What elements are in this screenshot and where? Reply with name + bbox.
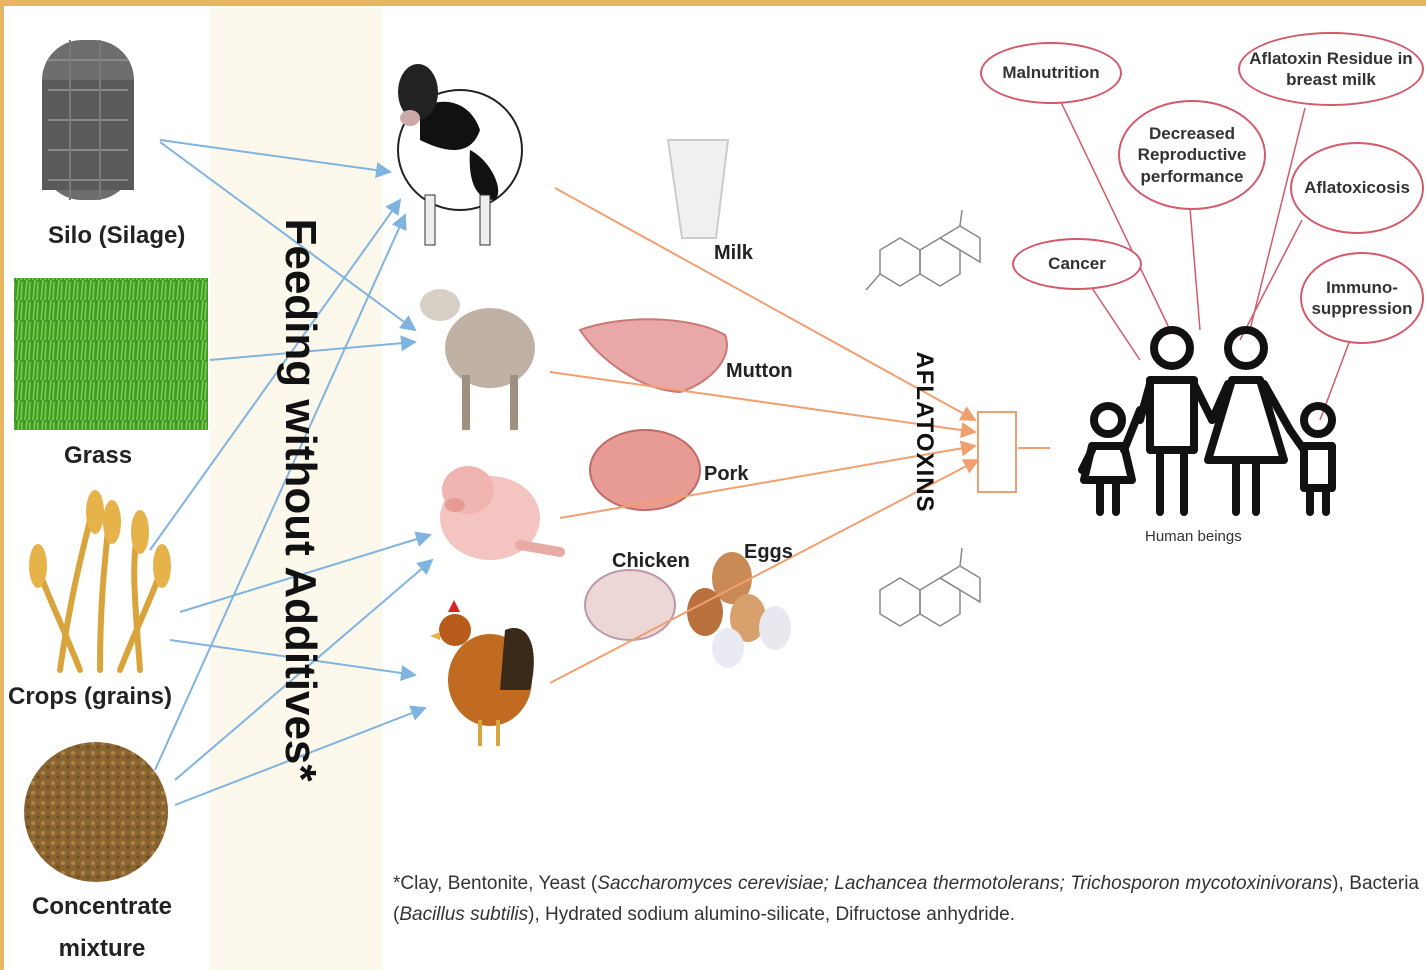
product-label-chicken: Chicken <box>612 550 690 573</box>
crops-image <box>29 490 171 670</box>
footnote-bacteria-species: Bacillus subtilis <box>399 904 528 925</box>
sheep-image <box>420 289 535 430</box>
milk-image <box>668 140 728 238</box>
chicken-meat-image <box>585 570 675 640</box>
molecule-structure-top <box>866 210 980 290</box>
effect-immunosuppression: Immuno-suppression <box>1300 252 1424 344</box>
source-label-crops: Crops (grains) <box>8 683 172 711</box>
effect-malnutrition: Malnutrition <box>980 42 1122 104</box>
product-label-mutton: Mutton <box>726 360 793 383</box>
molecule-structure-bottom <box>880 548 980 626</box>
product-label-eggs: Eggs <box>744 541 793 564</box>
pork-image <box>590 430 700 510</box>
source-label-grass: Grass <box>64 442 132 470</box>
effect-decreased-reproductive: Decreased Reproductive performance <box>1118 100 1266 210</box>
grass-image <box>14 278 208 430</box>
human-family-icon <box>1082 330 1332 512</box>
silo-image <box>42 40 134 200</box>
concentrate-image <box>24 742 168 882</box>
footnote-yeast-species: Saccharomyces cerevisiae; Lachancea ther… <box>597 873 1332 894</box>
chicken-image <box>430 600 534 746</box>
pig-image <box>440 466 560 560</box>
effect-aflatoxicosis: Aflatoxicosis <box>1290 142 1424 234</box>
effect-cancer: Cancer <box>1012 238 1142 290</box>
feeding-title: Feeding without Additives* <box>275 218 325 781</box>
mutton-image <box>580 319 727 392</box>
cow-image <box>398 64 522 245</box>
source-label-silo: Silo (Silage) <box>48 222 185 250</box>
toxin-filter <box>978 412 1016 492</box>
product-label-milk: Milk <box>714 242 753 265</box>
eggs-image <box>687 552 791 668</box>
source-label-concentrate: Concentrate mixture <box>24 886 180 970</box>
product-label-pork: Pork <box>704 463 748 486</box>
additives-footnote: *Clay, Bentonite, Yeast (Saccharomyces c… <box>393 868 1419 931</box>
footnote-part-3: ), Hydrated sodium alumino-silicate, Dif… <box>528 904 1015 925</box>
effect-aflatoxin-residue: Aflatoxin Residue in breast milk <box>1238 32 1424 106</box>
aflatoxins-label: AFLATOXINS <box>910 351 938 512</box>
human-beings-caption: Human beings <box>1145 528 1242 545</box>
footnote-part-1: *Clay, Bentonite, Yeast ( <box>393 873 597 894</box>
